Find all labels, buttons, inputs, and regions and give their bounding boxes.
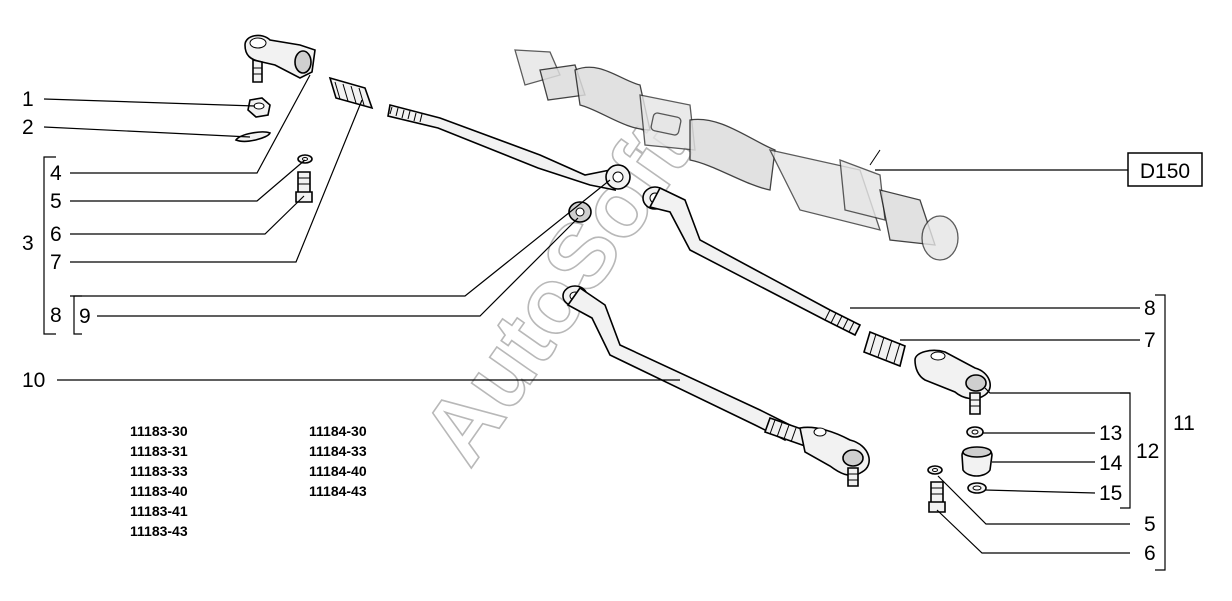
model-codes-column-2: 11184-30 11184-33 11184-40 11184-43	[309, 423, 367, 499]
callout-8: 8	[50, 304, 62, 327]
castle-nut-part	[247, 97, 271, 118]
callout-4: 4	[50, 162, 62, 185]
bolt-left-part	[295, 171, 313, 203]
boot-14-part	[961, 446, 993, 477]
rubber-bushing-part	[568, 201, 592, 223]
left-leader-lines	[43, 74, 680, 381]
model-code: 11184-40	[309, 463, 367, 479]
washer-left-part	[297, 154, 313, 164]
center-tie-rod-part	[387, 104, 631, 192]
reference-box-label: D150	[1140, 160, 1190, 183]
ring-15-part	[967, 482, 987, 494]
model-code: 11184-43	[309, 483, 367, 499]
right-tie-rod-part	[642, 186, 862, 337]
ring-13-part	[966, 426, 984, 438]
model-code: 11183-33	[130, 463, 188, 479]
left-tie-rod-assembly-part	[562, 285, 870, 487]
callout-2: 2	[22, 116, 34, 139]
bolt-right-part	[928, 481, 946, 513]
right-callouts: 8 7 13 12 14 15 11 5 6	[1099, 297, 1195, 565]
callout-5: 5	[50, 190, 62, 213]
right-leader-lines	[850, 169, 1166, 571]
model-code: 11183-43	[130, 523, 188, 539]
callout-right-11: 11	[1173, 412, 1195, 435]
callout-right-7: 7	[1144, 329, 1156, 352]
callout-7: 7	[50, 251, 62, 274]
callout-10: 10	[22, 369, 45, 392]
model-code: 11184-33	[309, 443, 367, 459]
steering-rack-assembly	[514, 49, 959, 261]
model-code: 11183-30	[130, 423, 188, 439]
adjusting-sleeve-right-part	[863, 330, 906, 368]
callout-right-5: 5	[1144, 513, 1156, 536]
callout-right-13: 13	[1099, 422, 1122, 445]
washer-right-part	[927, 465, 943, 475]
callout-9: 9	[79, 305, 91, 328]
left-tie-rod-end-part	[244, 34, 316, 83]
callout-right-8: 8	[1144, 297, 1156, 320]
callout-right-14: 14	[1099, 452, 1123, 475]
model-code: 11183-41	[130, 503, 188, 519]
callout-right-15: 15	[1099, 482, 1122, 505]
callout-right-12: 12	[1136, 440, 1159, 463]
left-callouts: 1 2 4 5 3 6 7 8 9 10	[22, 88, 91, 392]
model-codes-column-1: 11183-30 11183-31 11183-33 11183-40 1118…	[130, 423, 188, 539]
model-code: 11183-40	[130, 483, 188, 499]
right-tie-rod-end-part	[914, 349, 991, 415]
model-code: 11183-31	[130, 443, 188, 459]
adjusting-sleeve-left-part	[328, 76, 374, 110]
callout-3: 3	[22, 232, 34, 255]
reference-box: D150	[1127, 152, 1203, 187]
callout-1: 1	[22, 88, 34, 111]
model-code: 11184-30	[309, 423, 367, 439]
callout-6: 6	[50, 223, 62, 246]
cotter-pin-part	[234, 131, 272, 143]
callout-right-6: 6	[1144, 542, 1156, 565]
